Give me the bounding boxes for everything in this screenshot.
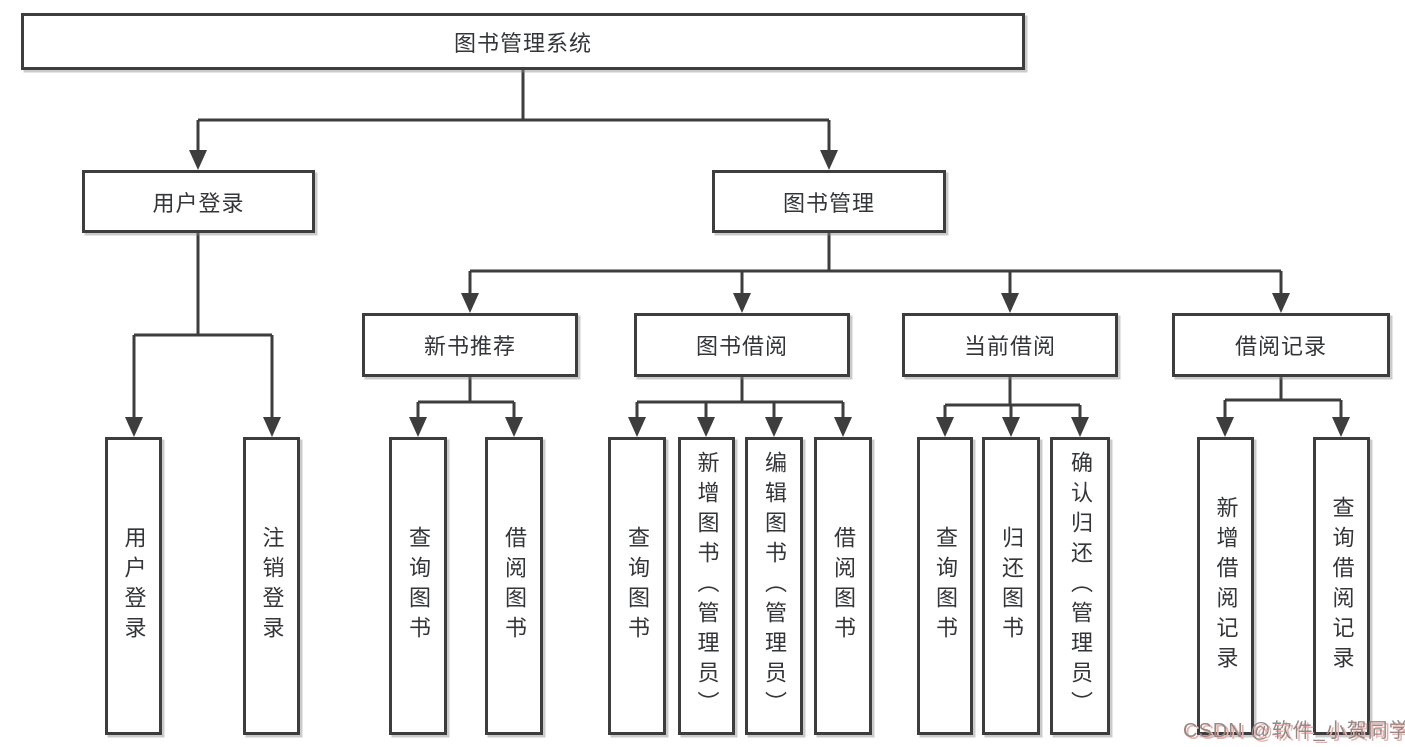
node-book-borrowing: 图书借阅	[634, 313, 850, 377]
node-label: 借阅图书	[831, 526, 856, 646]
node-label: 当前借阅	[963, 334, 1056, 359]
node-label: 图书借阅	[695, 334, 788, 359]
node-user-login: 用户登录	[82, 170, 315, 233]
node-label: 借阅记录	[1234, 334, 1327, 359]
node-label: 新书推荐	[423, 334, 516, 359]
leaf-add-books-admin: 新增图书（管理员）	[678, 437, 735, 735]
node-label: 查询图书	[406, 526, 431, 646]
node-label: 用户登录	[121, 526, 147, 646]
connector-user-login-children	[132, 233, 274, 419]
leaf-confirm-return-admin: 确认归还（管理员）	[1050, 437, 1110, 735]
node-root-library-system: 图书管理系统	[21, 13, 1025, 70]
leaf-borrow-books-recommend: 借阅图书	[485, 437, 543, 735]
connector-book-management-children	[468, 233, 1283, 295]
connector-root-to-level2	[196, 70, 831, 152]
connector-current-borrowing-children	[943, 377, 1082, 419]
node-label: 新增借阅记录	[1213, 496, 1239, 676]
connector-book-borrowing-children	[635, 377, 845, 419]
node-label: 借阅图书	[502, 526, 527, 646]
node-borrowing-records: 借阅记录	[1172, 313, 1390, 377]
node-label: 确认归还（管理员）	[1068, 451, 1093, 721]
leaf-query-books-recommend: 查询图书	[389, 437, 447, 735]
leaf-edit-books-admin: 编辑图书（管理员）	[745, 437, 803, 735]
csdn-watermark: CSDN @软件_小贺同学	[1183, 720, 1405, 742]
node-label: 用户登录	[152, 190, 245, 216]
leaf-query-books-borrowing: 查询图书	[608, 437, 666, 735]
connector-new-book-children	[416, 377, 516, 419]
leaf-logout: 注销登录	[243, 437, 300, 735]
node-new-book-recommend: 新书推荐	[362, 313, 578, 377]
node-label: 图书管理	[782, 190, 875, 216]
node-label: 查询图书	[625, 526, 650, 646]
leaf-query-books-current: 查询图书	[917, 437, 973, 735]
connector-borrowing-records-children	[1223, 377, 1343, 419]
arrowheads	[125, 150, 1350, 437]
leaf-add-borrow-record: 新增借阅记录	[1197, 437, 1254, 735]
leaf-query-borrow-record: 查询借阅记录	[1313, 437, 1370, 735]
node-label: 归还图书	[999, 526, 1024, 646]
node-current-borrowing: 当前借阅	[902, 313, 1118, 377]
leaf-user-login: 用户登录	[105, 437, 162, 735]
node-label: 注销登录	[259, 526, 285, 646]
leaf-return-books: 归还图书	[982, 437, 1040, 735]
node-label: 查询图书	[933, 526, 958, 646]
leaf-borrow-books-borrowing: 借阅图书	[814, 437, 872, 735]
node-label: 查询借阅记录	[1329, 496, 1355, 676]
node-label: 新增图书（管理员）	[694, 451, 720, 721]
node-label: 编辑图书（管理员）	[762, 451, 787, 721]
node-book-management: 图书管理	[712, 170, 946, 233]
node-label: 图书管理系统	[453, 30, 592, 56]
